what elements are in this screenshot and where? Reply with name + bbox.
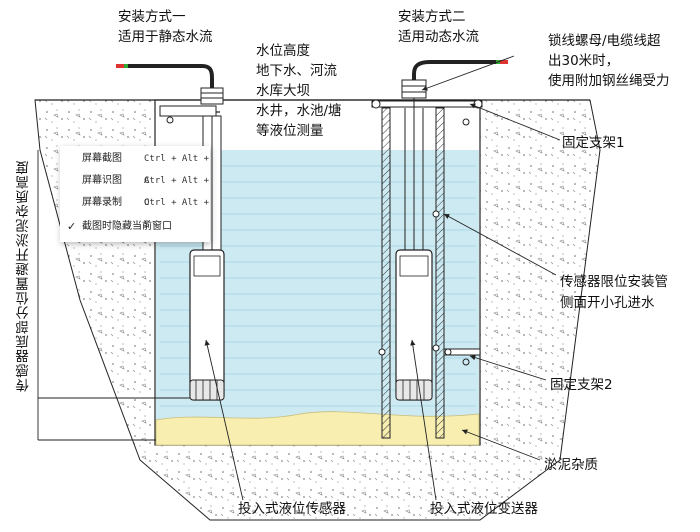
menu-item-screen-record-label: 屏幕录制 [82,197,122,208]
tube-note-line-1: 传感器限位安装管 [560,274,668,290]
sensor-label: 投入式液位传感器 [238,501,346,517]
water-level-line-1: 水位高度 [256,43,310,59]
guide-tube-wall-left [381,107,391,439]
water-level-line-4: 水井，水池/塘 [256,103,342,119]
bracket-left [159,105,217,117]
bracket-1-label: 固定支架1 [562,135,625,151]
transmitter-label: 投入式液位变送器 [430,501,538,517]
install-method-1-title: 安装方式一 [118,9,186,25]
cable-note-line-2: 出30米时， [548,53,620,69]
cable-right [412,60,508,84]
water-level-line-3: 水库大坝 [256,83,310,99]
menu-item-screenshot[interactable]: 屏幕截图 Ctrl + Alt + A [60,148,210,186]
checkmark-icon: ✓ [67,220,77,233]
leader-lines [204,55,561,501]
menu-item-screen-record-shortcut: Ctrl + Alt + S [144,198,210,230]
tube-note-line-2: 侧面开小孔进水 [560,295,655,311]
menu-item-image-recognition-shortcut: Ctrl + Alt + O [144,176,210,208]
menu-item-image-recognition-label: 屏幕识图 [82,175,122,186]
context-menu: 屏幕截图 Ctrl + Alt + A 屏幕识图 Ctrl + Alt + O … [60,146,210,242]
cable-note-line-1: 锁线螺母/电缆线超 [548,33,661,49]
bracket-bottom-right [443,348,481,356]
sludge-label: 淤泥杂质 [544,457,598,473]
sludge-layer [155,411,480,446]
cable-note-line-3: 使用附加钢丝绳受力 [548,73,670,89]
height-dimension [37,150,190,441]
install-method-2-desc: 适用动态水流 [398,29,479,45]
water-level-line-2: 地下水、河流 [256,63,337,79]
install-method-2-title: 安装方式二 [398,9,466,25]
bracket-top-right [371,100,483,108]
cable-gland-left [200,87,224,105]
water-level-line-5: 等液位测量 [256,123,324,139]
menu-item-screenshot-label: 屏幕截图 [82,153,122,164]
sensor-height-note: 传感器底部分位置避开淤泥杂质高度 [16,160,32,392]
menu-item-image-recognition[interactable]: 屏幕识图 Ctrl + Alt + O [60,170,210,208]
cable-gland-right [401,79,427,99]
menu-item-screen-record[interactable]: 屏幕录制 Ctrl + Alt + S [60,192,210,230]
bracket-2-label: 固定支架2 [550,377,613,393]
menu-item-screenshot-shortcut: Ctrl + Alt + A [144,154,210,186]
install-method-1-desc: 适用于静态水流 [118,29,213,45]
cable-left [118,64,214,92]
transmitter-2-assembly [371,60,508,439]
menu-item-hide-window-label: 截图时隐藏当前窗口 [82,221,172,232]
menu-item-hide-window[interactable]: ✓ 截图时隐藏当前窗口 [60,216,210,238]
guide-tube-wall-right [435,107,445,439]
